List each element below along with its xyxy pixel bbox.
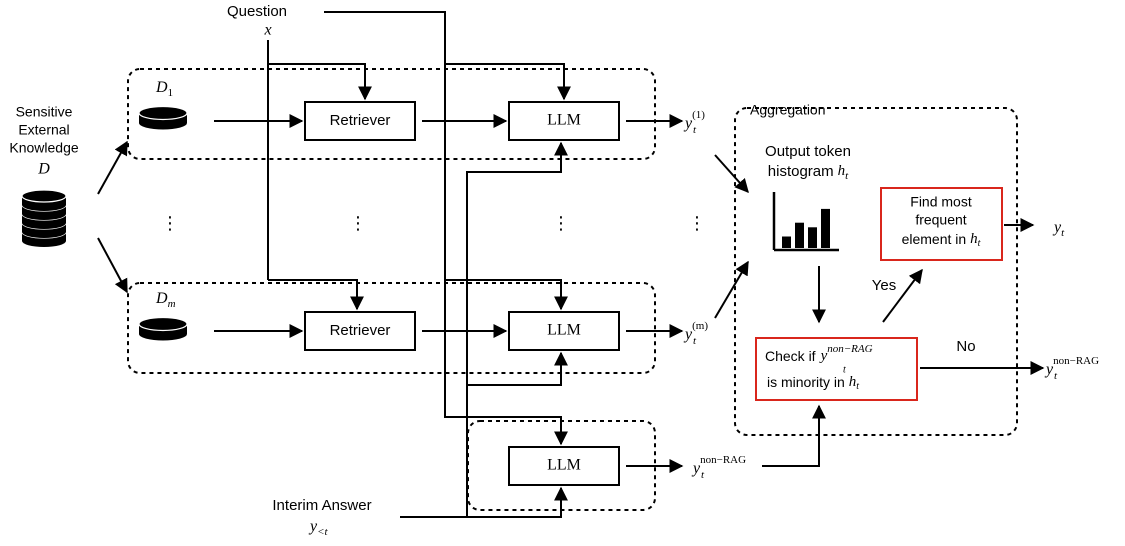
partition-dm-disk-icon	[138, 316, 188, 341]
database-stack-icon	[21, 189, 67, 247]
svg-text:Find most: Find most	[910, 194, 972, 210]
knowledge-var: D	[37, 161, 50, 178]
output-final: yt	[1052, 219, 1065, 239]
knowledge-label-line2: External	[18, 122, 69, 138]
svg-text:LLM: LLM	[547, 322, 581, 339]
aggregation-group	[734, 107, 1018, 436]
retriever-box-1: Retriever	[304, 101, 416, 141]
ellipsis-2: ⋮	[349, 213, 367, 233]
interim-answer-var: y<t	[308, 518, 329, 538]
question-label: Question	[227, 3, 287, 20]
histogram-icon	[772, 192, 839, 252]
histogram-label-line1: Output token	[765, 143, 851, 160]
svg-text:Retriever: Retriever	[330, 112, 391, 129]
partition-group-1	[127, 68, 656, 160]
svg-text:frequent: frequent	[915, 212, 966, 228]
partition-dm-label: Dm	[155, 290, 176, 310]
partition-d1-label: D1	[155, 79, 173, 99]
flow-arrows	[97, 114, 1045, 473]
no-label: No	[956, 338, 975, 355]
histogram-bar	[782, 236, 791, 248]
svg-text:LLM: LLM	[547, 112, 581, 129]
interim-answer-label: Interim Answer	[272, 497, 371, 514]
partition-d1-disk-icon	[138, 105, 188, 130]
knowledge-label-line3: Knowledge	[9, 140, 78, 156]
histogram-bar	[808, 227, 817, 248]
knowledge-label-line1: Sensitive	[16, 104, 73, 120]
ellipsis-4: ⋮	[688, 213, 706, 233]
histogram-bar	[795, 222, 804, 248]
histogram-bar	[821, 208, 830, 248]
output-ym: y(m)t	[683, 320, 708, 347]
llm-box-1: LLM	[508, 101, 620, 141]
aggregation-title: Aggregation	[750, 102, 826, 118]
svg-text:Retriever: Retriever	[330, 322, 391, 339]
ellipsis-3: ⋮	[552, 213, 570, 233]
interim-wires	[400, 141, 568, 518]
partition-group-m	[127, 282, 656, 374]
ellipsis-1: ⋮	[161, 213, 179, 233]
retriever-box-m: Retriever	[304, 311, 416, 351]
llm-box-nonrag: LLM	[508, 446, 620, 486]
question-var: x	[263, 22, 271, 39]
question-wires	[267, 11, 571, 446]
svg-text:LLM: LLM	[547, 457, 581, 474]
yes-label: Yes	[872, 277, 896, 294]
svg-text:t: t	[843, 364, 846, 375]
output-y1: y(1)t	[683, 109, 705, 136]
llm-box-m: LLM	[508, 311, 620, 351]
